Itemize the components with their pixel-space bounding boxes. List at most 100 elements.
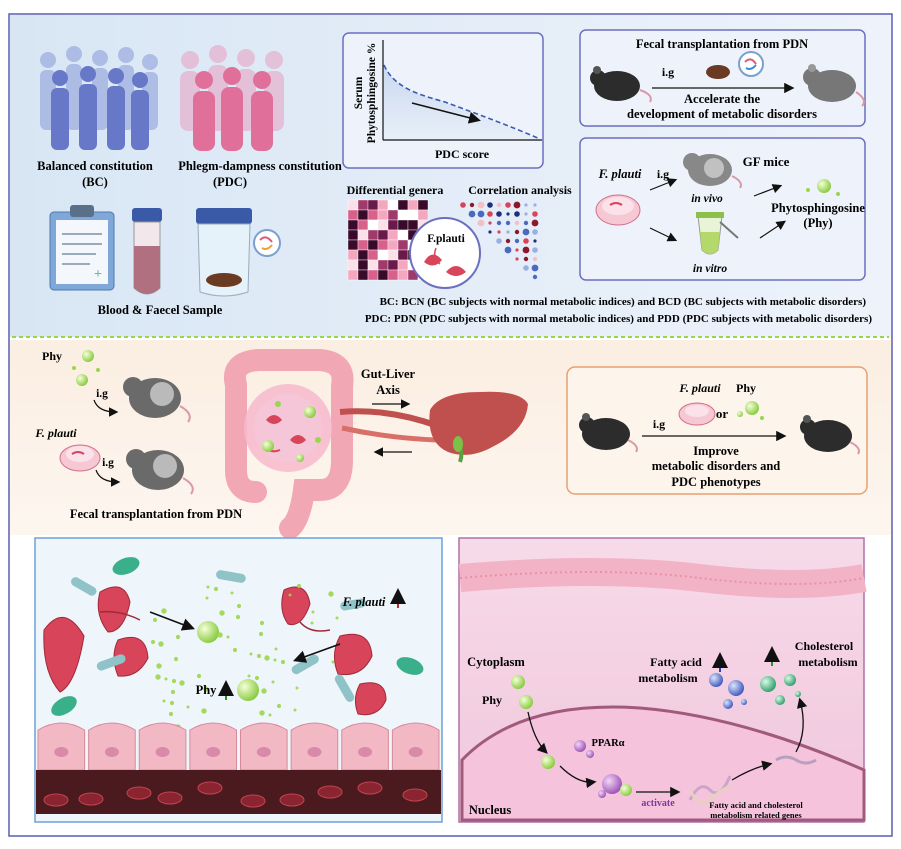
heatmap-cell — [387, 229, 399, 241]
red-blood-cell — [126, 786, 152, 800]
differential-genera-label: Differential genera — [347, 183, 444, 197]
ppara-icon — [574, 740, 594, 758]
epithelial-nucleus — [206, 747, 221, 757]
arrow-to-phy-2 — [759, 220, 786, 239]
phy-label-cell: Phy — [482, 693, 502, 707]
correlation-matrix — [460, 201, 539, 280]
correlation-dot — [532, 247, 538, 253]
heatmap-cell — [397, 199, 409, 211]
fplauti-experiment-panel — [579, 137, 866, 281]
phy-ball-cell-1 — [511, 675, 525, 689]
red-blood-cell — [78, 792, 104, 806]
mouse-icon-improve-left — [579, 413, 638, 453]
mouse-icon-improve-right — [800, 415, 860, 455]
phy-small-dot — [247, 674, 251, 678]
heatmap-cell — [367, 249, 379, 261]
arrow-genes-to-mrna — [731, 760, 773, 781]
arrow-phy-into-nucleus — [527, 711, 548, 754]
heatmap-cell — [397, 209, 409, 221]
correlation-dot — [514, 229, 520, 235]
heatmap-cell — [357, 199, 369, 211]
phy-small-dot — [158, 641, 164, 647]
correlation-dot — [505, 238, 511, 244]
fatty-acid-label-2: metabolism — [638, 671, 697, 685]
correlation-dot — [523, 220, 529, 226]
pdc-people-icon — [180, 45, 284, 151]
phy-small-dot — [217, 632, 223, 638]
red-blood-cell — [197, 781, 223, 795]
heatmap-cell — [387, 239, 399, 251]
cytoplasm-label: Cytoplasm — [467, 655, 525, 669]
correlation-dot — [532, 256, 538, 262]
mouse-icon-mid-2 — [126, 449, 194, 495]
phy-small-dot — [235, 614, 241, 620]
epithelial-nucleus — [155, 747, 170, 757]
heatmap-cell — [397, 249, 409, 261]
correlation-dot — [496, 220, 502, 226]
correlation-dot — [477, 201, 485, 209]
legend-bc: BC: BCN (BC subjects with normal metabol… — [380, 296, 867, 308]
heatmap-cell — [347, 229, 359, 241]
phy-small-dot — [170, 689, 176, 695]
fecal-transplant-title: Fecal transplantation from PDN — [636, 37, 808, 51]
correlation-dot — [488, 230, 492, 234]
clipboard-icon: + — [49, 205, 115, 291]
epithelial-nucleus — [54, 747, 69, 757]
fatty-acid-label-1: Fatty acid — [650, 655, 702, 669]
heatmap-cell — [417, 209, 429, 221]
correlation-dot — [477, 219, 485, 227]
microbe-magnifier-icon — [253, 229, 281, 257]
chart-ylabel-2: Phytosphingosine % — [366, 43, 378, 144]
phy-small-dot — [259, 620, 265, 626]
phy-dots-icon — [72, 350, 100, 386]
correlation-dot — [532, 211, 538, 217]
ig-label-mid-1: i.g — [96, 388, 108, 400]
legend-pdc: PDC: PDN (PDC subjects with normal metab… — [365, 313, 873, 325]
phy-small-dot — [164, 677, 168, 681]
arrow-bacteria-to-phy-right — [292, 643, 341, 663]
phy-small-dot — [335, 616, 339, 620]
phy-small-dot — [271, 680, 275, 684]
mouse-icon-mid-1 — [123, 377, 191, 423]
arrow-to-phy-1 — [753, 184, 783, 197]
correlation-dot — [514, 238, 520, 244]
liver-icon — [429, 391, 528, 463]
fplauti-label-improve: F. plauti — [678, 381, 721, 395]
activate-label: activate — [641, 798, 675, 809]
correlation-dot — [524, 203, 528, 207]
correlation-dot — [468, 210, 476, 218]
cell-membrane — [458, 558, 867, 598]
phy-abbr-label: (Phy) — [803, 216, 832, 230]
correlation-dot — [523, 238, 529, 244]
arrow-mrna-to-metabolism — [795, 697, 808, 753]
chart-xlabel: PDC score — [435, 147, 490, 161]
correlation-dot — [531, 264, 539, 272]
improve-panel — [566, 366, 868, 495]
phy-small-dot — [156, 663, 162, 669]
phy-small-dot — [276, 703, 282, 709]
phy-small-dot — [206, 585, 210, 589]
fplauti-circle-label: F.plauti — [427, 233, 465, 245]
mrna-icon — [775, 755, 817, 765]
accelerate-line-2: development of metabolic disorders — [627, 107, 817, 121]
ig-arrow-mid-2 — [95, 469, 121, 487]
correlation-dot — [515, 248, 519, 252]
heatmap-cell — [367, 199, 379, 211]
heatmap-cell — [357, 259, 369, 271]
phy-small-dot — [280, 659, 286, 665]
pdc-abbr: (PDC) — [213, 175, 247, 189]
nucleus-label: Nucleus — [469, 803, 512, 817]
phy-small-dot — [310, 621, 314, 625]
heatmap-cell — [397, 229, 409, 241]
phy-small-dot — [328, 591, 334, 597]
epithelial-cell — [391, 722, 440, 771]
blood-tube-icon — [132, 208, 162, 295]
red-blood-cell — [240, 794, 266, 808]
heatmap-cell — [357, 209, 369, 221]
heatmap-cell — [367, 269, 379, 281]
epithelial-nucleus — [307, 747, 322, 757]
phy-small-dot — [196, 673, 202, 679]
phy-ball-large-2 — [237, 679, 259, 701]
gut-liver-axis-1: Gut-Liver — [361, 367, 416, 381]
petri-dish-icon-improve — [678, 402, 716, 426]
